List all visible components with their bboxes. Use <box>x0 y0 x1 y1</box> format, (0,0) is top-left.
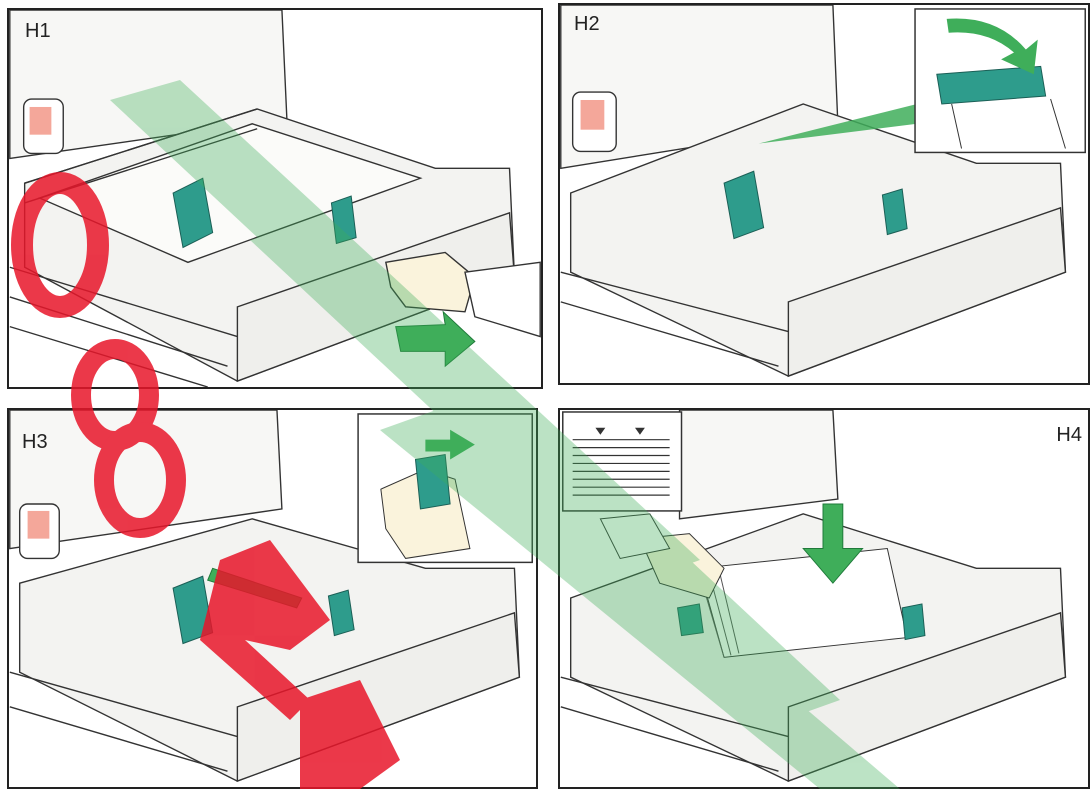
tray-lock-illustration <box>560 5 1088 383</box>
step-label-h4: H4 <box>1056 424 1082 447</box>
step-panel-h4: H4 <box>558 408 1090 789</box>
step-label-h3: H3 <box>22 431 48 454</box>
step-panel-h2: H2 <box>558 3 1090 385</box>
pull-arrow-icon <box>396 312 475 366</box>
paper-limit-inset <box>563 412 682 511</box>
step-label-h2: H2 <box>574 13 600 36</box>
tray-open-illustration <box>9 10 541 387</box>
paper-stack-icon <box>699 549 907 658</box>
step-panel-h3: H3 <box>7 408 538 789</box>
step-panel-h1: H1 <box>7 8 543 389</box>
guide-adjust-illustration <box>9 410 536 787</box>
paper-load-illustration <box>560 410 1088 787</box>
step-label-h1: H1 <box>25 20 51 43</box>
